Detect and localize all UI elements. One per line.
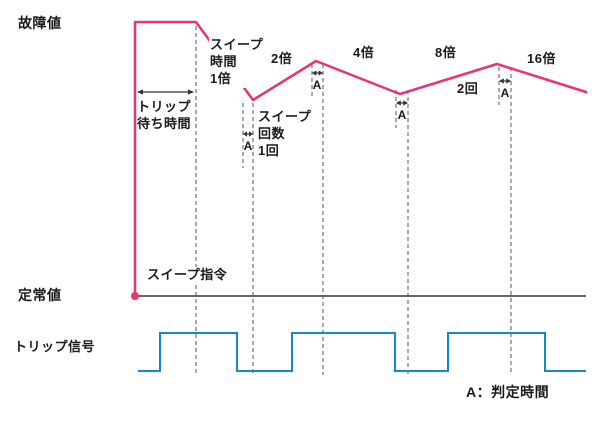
sweep-count-2-label: 2回: [457, 81, 479, 96]
arrowhead-right-icon: [249, 131, 253, 137]
arrowhead-left-icon: [312, 70, 317, 76]
arrowhead-right-icon: [506, 78, 511, 84]
fault-value-curve: [133, 20, 588, 298]
trip-signal-wave: [138, 332, 586, 372]
steady-value-label: 定常値: [18, 287, 62, 303]
sweep-time-1x-label: スイープ 時間 1倍: [209, 37, 265, 88]
judgment-time-a-label-3: A: [397, 108, 407, 122]
trip-signal-label: トリップ信号: [14, 339, 96, 354]
sweep-time-8x-label: 8倍: [435, 45, 457, 60]
arrowhead-right-icon: [403, 100, 408, 106]
sweep-time-16x-label: 16倍: [527, 51, 556, 66]
judgment-time-legend: A：判定時間: [466, 384, 550, 400]
arrowhead-right-icon: [318, 70, 323, 76]
sweep-time-4x-label: 4倍: [353, 45, 375, 60]
sweep-count-1-label: スイープ 回数 1回: [257, 109, 313, 160]
arrowhead-left-icon: [396, 100, 401, 106]
arrowhead-left-icon: [499, 78, 504, 84]
judgment-time-a-label-4: A: [500, 86, 510, 100]
trip-wait-time-label: トリップ 待ち時間: [137, 99, 192, 131]
sweep-command-label: スイープ指令: [146, 267, 229, 284]
judgment-time-a-label-1: A: [243, 139, 253, 153]
arrowhead-right-icon: [188, 89, 194, 95]
arrowhead-left-icon: [243, 131, 247, 137]
arrowhead-left-icon: [137, 89, 143, 95]
fault-value-label: 故障値: [18, 15, 62, 31]
fault-curve-start-dot: [131, 292, 139, 300]
judgment-time-a-label-2: A: [312, 78, 322, 92]
sweep-time-2x-label: 2倍: [271, 51, 293, 66]
